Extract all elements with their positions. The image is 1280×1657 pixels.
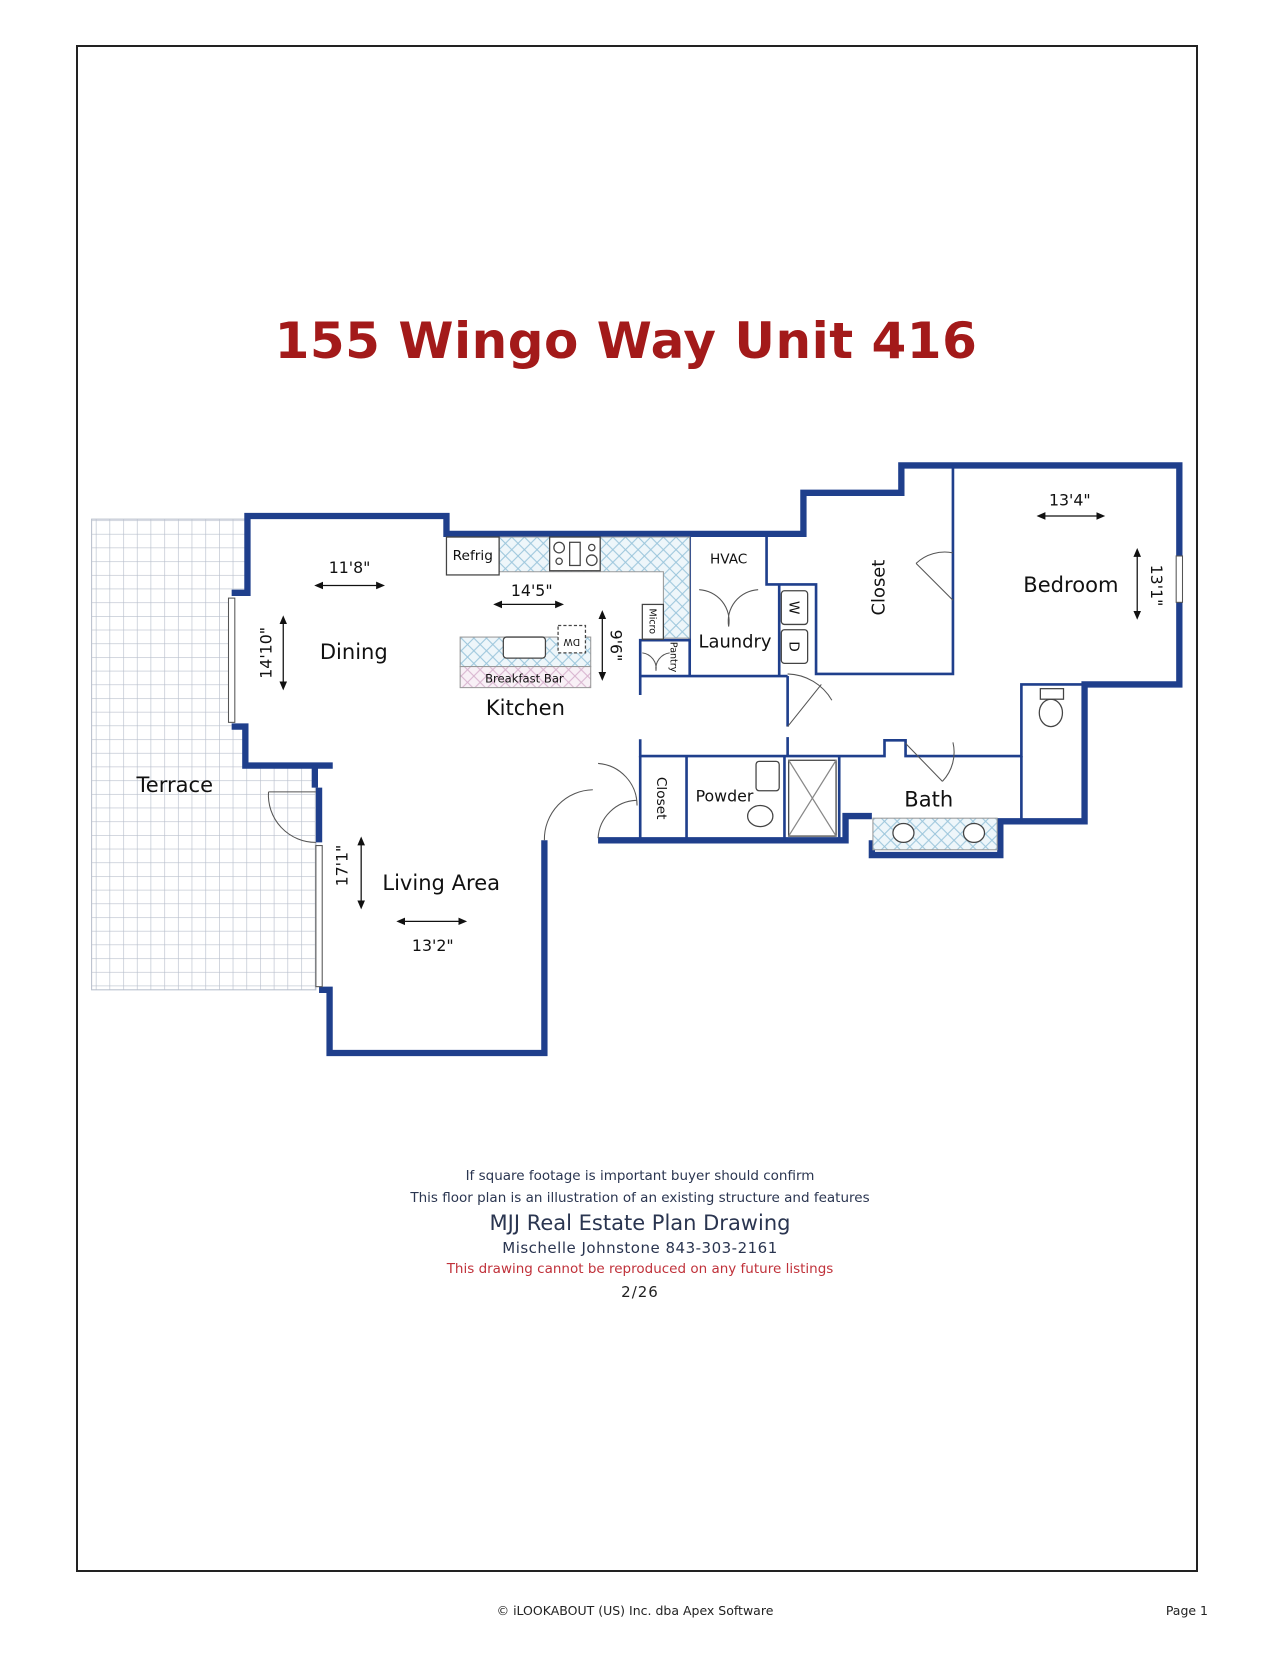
room-labels: Terrace Dining 11'8" 14'10" Kitchen 14'5… [135, 490, 1165, 954]
page-title: 155 Wingo Way Unit 416 [274, 312, 978, 370]
dishwasher [557, 624, 587, 654]
label-hvac: HVAC [710, 551, 747, 567]
svg-text:D: D [786, 641, 802, 652]
page-number: Page 1 [1165, 1603, 1208, 1618]
svg-text:9'6": 9'6" [607, 630, 626, 662]
drawing-date: 2/26 [621, 1283, 659, 1301]
contact-info: Mischelle Johnstone 843-303-2161 [502, 1239, 778, 1257]
powder-toilet [746, 804, 774, 828]
note-square-footage: If square footage is important buyer sho… [465, 1168, 815, 1184]
label-powder: Powder [696, 786, 754, 805]
svg-text:Breakfast Bar: Breakfast Bar [485, 671, 564, 685]
appliances [445, 536, 1065, 844]
page-border [76, 45, 1198, 1572]
microwave [641, 603, 665, 640]
svg-text:W: W [786, 601, 802, 615]
copyright-footer: © iLOOKABOUT (US) Inc. dba Apex Software [496, 1603, 774, 1618]
svg-text:14'10": 14'10" [257, 627, 276, 679]
vanity-sink-2 [962, 822, 986, 844]
svg-text:13'4": 13'4" [1049, 490, 1091, 509]
svg-text:Refrig: Refrig [453, 548, 493, 564]
note-illustration: This floor plan is an illustration of an… [410, 1190, 870, 1206]
powder-sink [755, 760, 780, 792]
windows [227, 555, 1184, 988]
label-bedroom: Bedroom [1023, 572, 1118, 597]
sink-icon [502, 636, 547, 659]
svg-text:11'8": 11'8" [329, 558, 371, 577]
svg-text:Micro: Micro [647, 609, 658, 635]
bath-toilet [1038, 698, 1064, 728]
label-bath: Bath [904, 787, 953, 812]
label-terrace: Terrace [135, 772, 213, 797]
svg-text:13'2": 13'2" [412, 936, 454, 955]
doors [267, 551, 955, 843]
label-closet-main: Closet [869, 560, 890, 616]
vanity-sink-1 [892, 822, 915, 844]
svg-text:DW: DW [563, 636, 580, 647]
washer [780, 590, 809, 626]
label-dining: Dining [320, 639, 388, 664]
interior-walls [638, 465, 1085, 841]
exterior-walls [231, 462, 1183, 1057]
disclaimer-block: If square footage is important buyer sho… [0, 1165, 1280, 1305]
dryer [780, 629, 809, 665]
range-icon [549, 536, 601, 572]
label-living: Living Area [382, 870, 500, 895]
dimension-arrows [279, 512, 1142, 926]
svg-text:13'1": 13'1" [1147, 565, 1166, 607]
label-closet-hall: Closet [653, 777, 669, 820]
reproduction-warning: This drawing cannot be reproduced on any… [446, 1261, 834, 1277]
refrigerator [445, 536, 500, 576]
svg-text:14'5": 14'5" [511, 581, 553, 600]
label-kitchen: Kitchen [486, 695, 565, 720]
svg-text:17'1": 17'1" [332, 845, 351, 887]
label-laundry: Laundry [699, 632, 772, 653]
svg-text:Pantry: Pantry [668, 642, 679, 673]
company-name: MJJ Real Estate Plan Drawing [489, 1211, 791, 1235]
